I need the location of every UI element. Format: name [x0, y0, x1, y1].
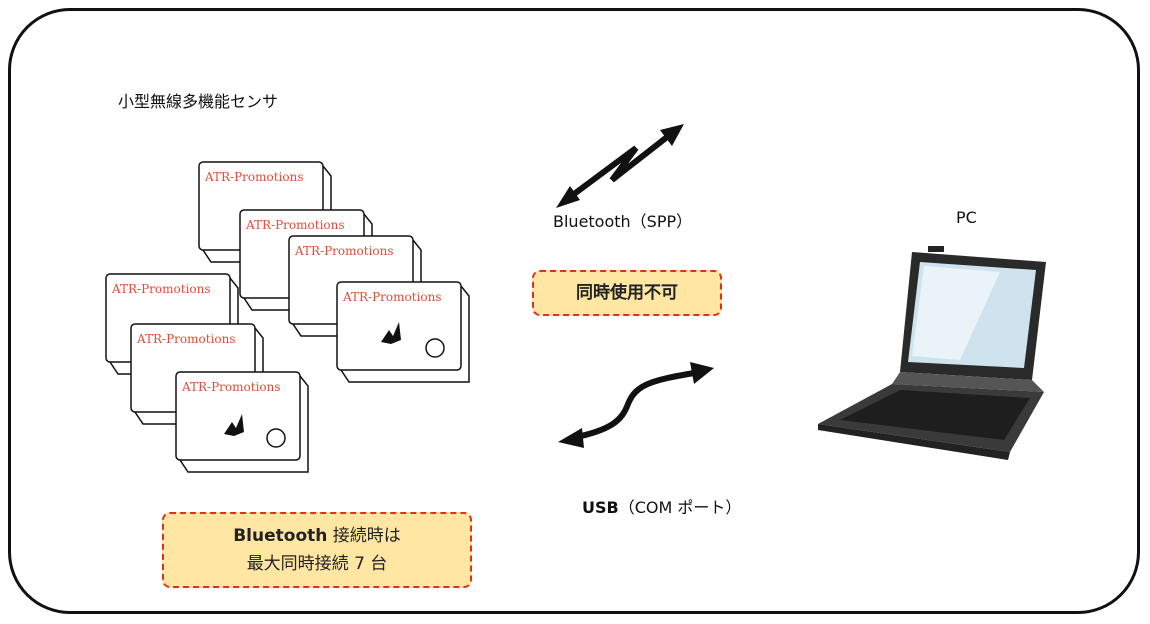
diagram-frame [8, 8, 1140, 614]
bluetooth-limit-line-1: Bluetooth 接続時は [233, 522, 401, 550]
bluetooth-limit-bold: Bluetooth [233, 526, 328, 546]
sensor-unit-5: ATR-Promotions [333, 278, 470, 383]
sensor-group-title: 小型無線多機能センサ [118, 92, 279, 111]
sensor-brand-label: ATR-Promotions [295, 244, 394, 258]
sensor-brand-label: ATR-Promotions [112, 282, 211, 296]
sensor-brand-label: ATR-Promotions [246, 218, 345, 232]
bluetooth-limit-rest: 接続時は [327, 526, 401, 546]
pc-label: PC [956, 208, 977, 227]
bluetooth-limit-note: Bluetooth 接続時は 最大同時接続 7 台 [162, 512, 472, 588]
bluetooth-limit-line-2: 最大同時接続 7 台 [246, 554, 388, 574]
usb-label-bold: USB [582, 498, 619, 517]
sensor-brand-label: ATR-Promotions [205, 170, 304, 184]
bluetooth-label: Bluetooth（SPP） [553, 212, 693, 231]
conflict-note: 同時使用不可 [532, 270, 722, 316]
sensor-box-icon [175, 371, 309, 473]
usb-label: USB（COM ポート） [582, 494, 741, 518]
sensor-brand-label: ATR-Promotions [343, 290, 442, 304]
sensor-brand-label: ATR-Promotions [182, 380, 281, 394]
conflict-note-text: 同時使用不可 [576, 283, 678, 303]
sensor-brand-label: ATR-Promotions [137, 332, 236, 346]
sensor-unit-7: ATR-Promotions [172, 368, 309, 473]
usb-label-rest: （COM ポート） [618, 498, 742, 517]
sensor-box-icon [336, 281, 470, 383]
